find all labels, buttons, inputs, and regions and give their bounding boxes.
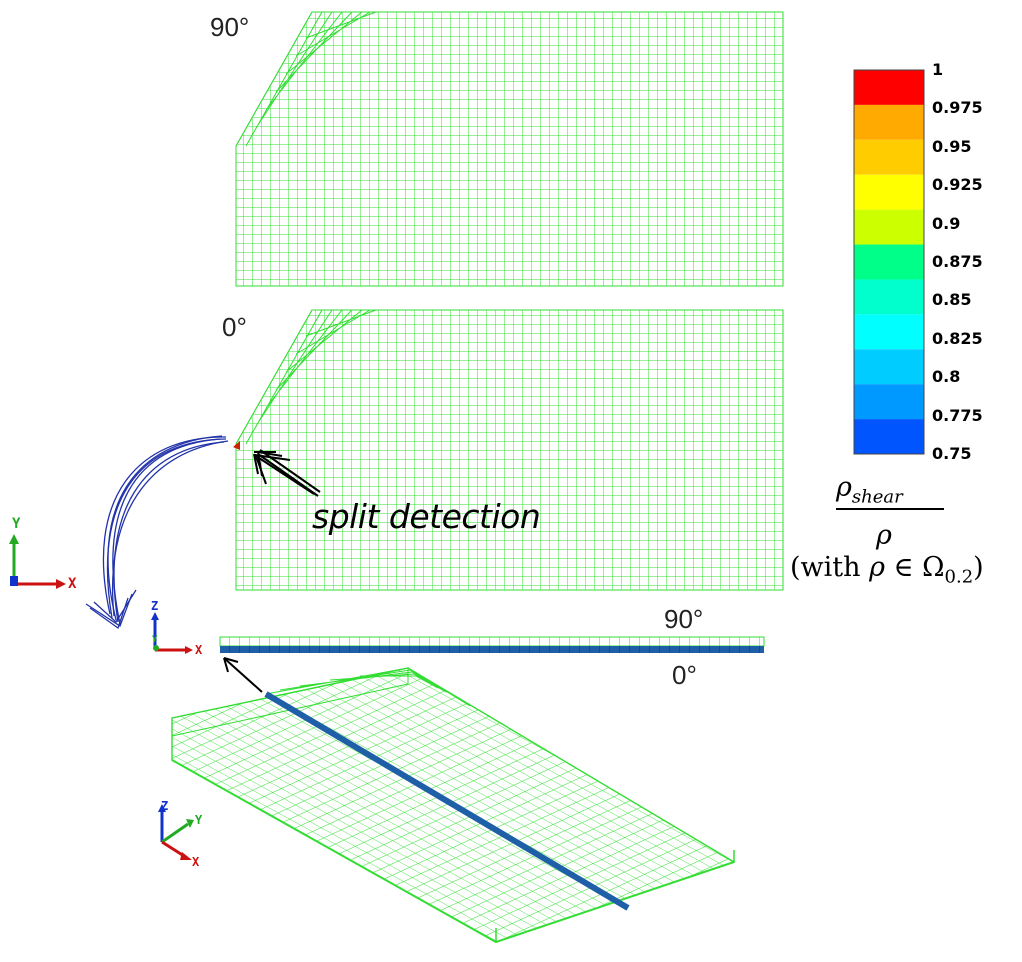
- legend-tick-label: 0.825: [932, 328, 983, 348]
- curved-arrow: [85, 435, 229, 630]
- top-panel-angle: 90°: [210, 12, 250, 42]
- legend-tick-label: 0.9: [932, 213, 961, 233]
- legend-swatch: [854, 419, 924, 454]
- axis-x-label-2: X: [195, 643, 203, 657]
- legend-tick-label: 0.975: [932, 98, 983, 118]
- damage-marker: [233, 441, 240, 450]
- legend-numerator: ρshear: [836, 472, 903, 508]
- legend-tick-label: 0.775: [932, 405, 983, 425]
- axis-z-label-3: Z: [161, 799, 168, 813]
- axis-triad-xy: X Y Z: [9, 516, 77, 592]
- isometric-plate: [171, 667, 736, 944]
- side-view-top-angle: 90°: [664, 604, 704, 634]
- legend-tick-label: 0.75: [932, 444, 972, 463]
- legend-swatch: [854, 314, 924, 350]
- refined-wedge-0: [235, 309, 377, 445]
- split-detection-callout: split detection: [312, 497, 541, 536]
- axis-z-label-2: Z: [151, 599, 158, 613]
- split-arrow: [253, 449, 321, 497]
- middle-panel-angle: 0°: [222, 312, 247, 342]
- axis-y-label-2: Y: [152, 635, 158, 645]
- axis-y-label-3: Y: [195, 813, 203, 827]
- legend-swatch: [854, 209, 924, 245]
- side-view-bottom-angle: 0°: [672, 660, 697, 690]
- legend-fraction-bar: [836, 508, 944, 510]
- legend-tick-label: 0.8: [932, 367, 961, 387]
- mesh-panel-0: [233, 309, 784, 591]
- iso-arrow: [223, 657, 263, 693]
- legend-border: [853, 69, 925, 455]
- legend-condition: (with ρ ∈ Ω0.2): [790, 552, 984, 588]
- iso-crack-band: [264, 691, 630, 911]
- legend-tick-label: 1: [932, 60, 944, 79]
- legend-tick-label: 0.925: [932, 175, 983, 195]
- refined-wedge-90: [235, 11, 377, 147]
- legend-tick-label: 0.95: [932, 136, 972, 156]
- axis-z-label: Z: [10, 577, 16, 588]
- axis-triad-3d: Z Y X: [158, 799, 203, 869]
- axis-y-label: Y: [12, 516, 21, 532]
- legend-denominator: ρ: [876, 520, 892, 551]
- legend-swatch: [854, 104, 924, 140]
- legend-swatch: [854, 139, 924, 175]
- legend-swatch: [854, 349, 924, 385]
- legend-swatch: [854, 244, 924, 280]
- legend-tick-label: 0.875: [932, 252, 983, 271]
- axis-x-label: X: [68, 576, 77, 592]
- axis-triad-xz: X Z Y: [151, 599, 203, 657]
- iso-refined-wedge: [265, 667, 471, 707]
- legend-swatch: [854, 174, 924, 210]
- legend-swatch: [854, 70, 924, 105]
- legend-swatch: [854, 384, 924, 420]
- side-view-strip: [219, 636, 765, 653]
- mesh-panel-90: [235, 11, 784, 287]
- legend-tick-label: 0.85: [932, 290, 972, 310]
- legend-colorbar: [853, 69, 925, 455]
- legend-swatch: [854, 279, 924, 315]
- axis-x-label-3: X: [192, 855, 200, 869]
